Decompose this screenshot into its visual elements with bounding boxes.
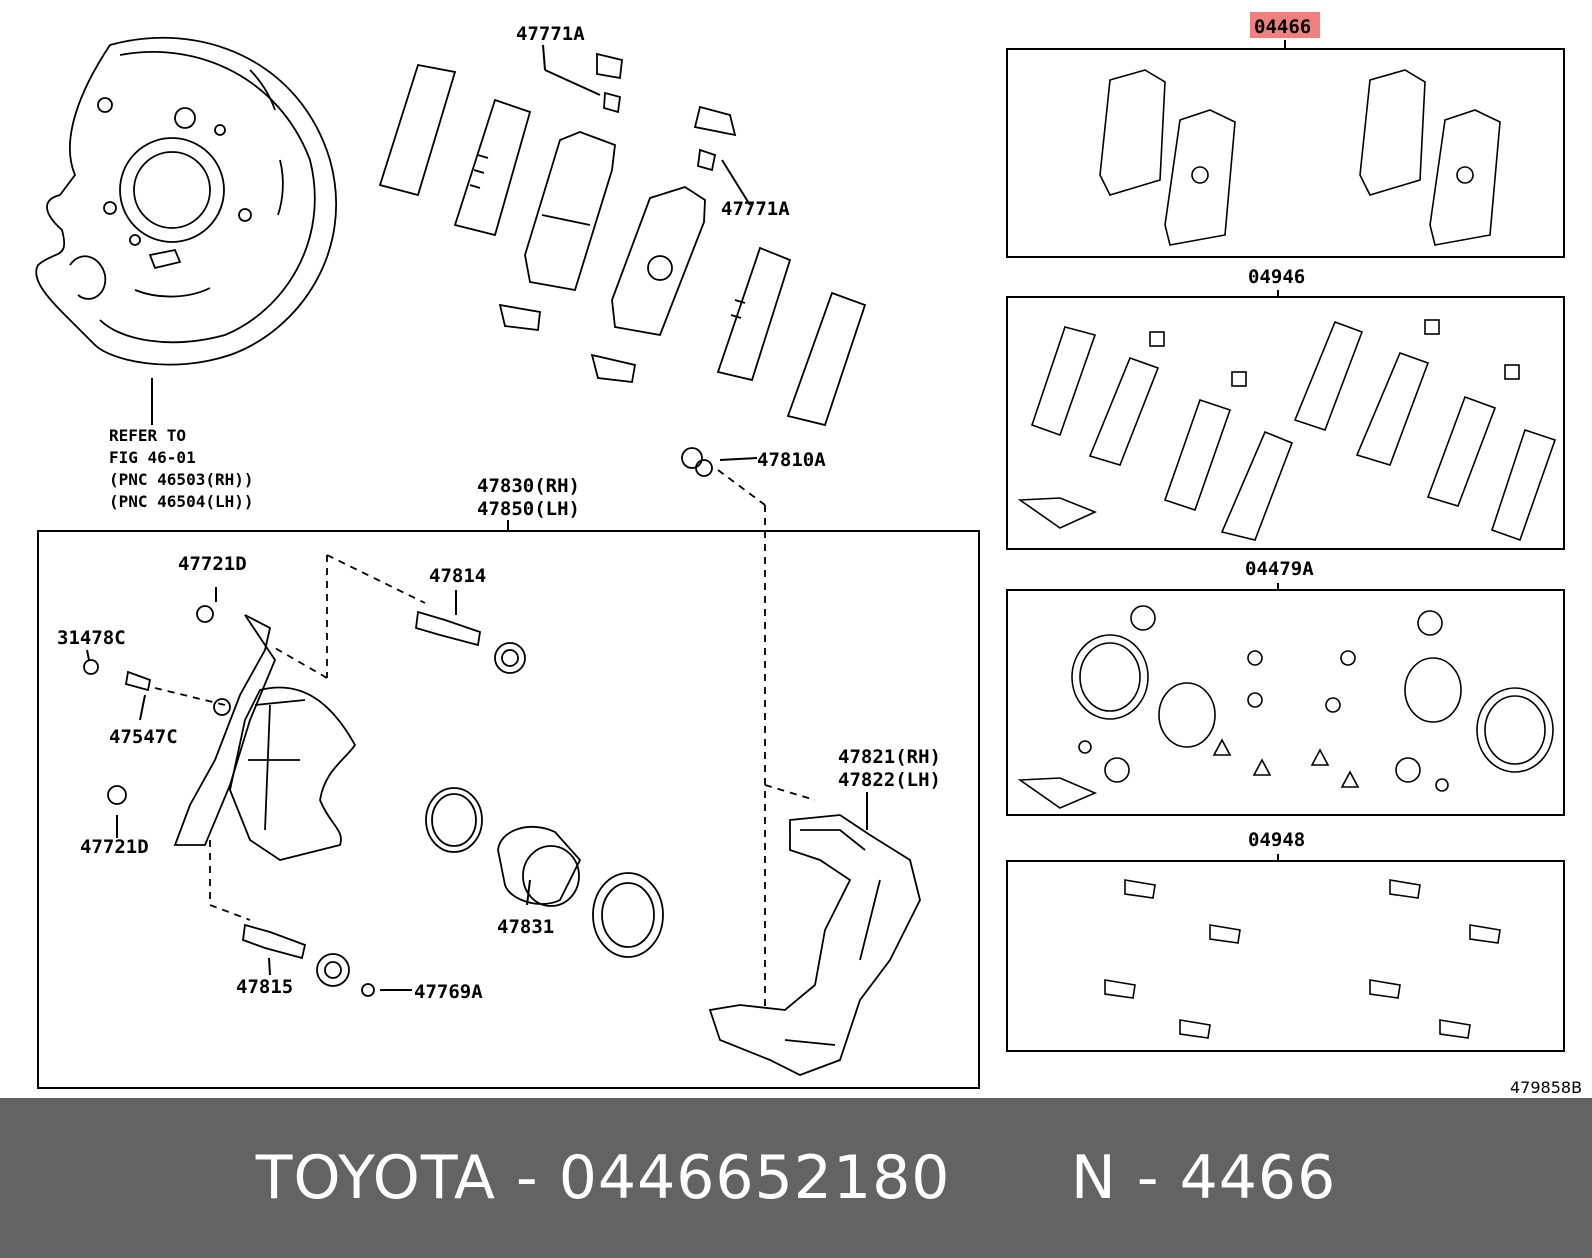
label-47850: 47850(LH) [477,498,580,520]
label-refer-to: REFER TO [109,426,186,445]
kit-04946-shims [1017,319,1557,542]
kit-box-04479A [1006,589,1565,816]
kit-box-04946 [1006,296,1565,550]
kit-box-04948 [1006,860,1565,1052]
label-kit-04479A: 04479A [1245,558,1314,580]
label-47830: 47830(RH) [477,475,580,497]
label-47771A-mid: 47771A [721,198,790,220]
leader-47771A-top [542,44,546,71]
label-47771A-top: 47771A [516,23,585,45]
label-kit-04466: 04466 [1254,16,1311,38]
label-47821: 47821(RH) [838,746,941,768]
label-refer-pnc-rh: (PNC 46503(RH)) [109,470,254,489]
label-diagram-code: 479858B [1510,1078,1582,1097]
label-kit-04948: 04948 [1248,829,1305,851]
highlight-04466 [1250,12,1320,38]
label-refer-pnc-lh: (PNC 46504(LH)) [109,492,254,511]
label-47831: 47831 [497,916,554,938]
part-number-banner: TOYOTA - 0446652180 N - 4466 [0,1098,1592,1258]
label-47810A: 47810A [757,449,826,471]
kit-box-04466 [1006,48,1565,258]
reference-number: N - 4466 [1070,1143,1337,1213]
label-kit-04946: 04946 [1248,266,1305,288]
label-47815: 47815 [236,976,293,998]
label-47547C: 47547C [109,726,178,748]
parts-diagram: 04466 04946 04479A 04948 47771A 47771A 4… [35,12,1582,1097]
kit-04948-clips [1104,879,1501,1039]
label-47822: 47822(LH) [838,769,941,791]
label-47814: 47814 [429,565,486,587]
label-47769A: 47769A [414,981,483,1003]
label-47721D-top: 47721D [178,553,247,575]
pad-shim-group-upper [378,52,867,477]
caliper-drawing [83,605,921,1076]
kit-04479A-seals [1017,605,1554,809]
brand-part-number: TOYOTA - 0446652180 [255,1143,951,1213]
label-31478C: 31478C [57,627,126,649]
label-47721D-bottom: 47721D [80,836,149,858]
label-refer-fig: FIG 46-01 [109,448,196,467]
kit-04466-pads [1099,69,1501,246]
caliper-assembly-box [37,530,980,1089]
dust-shield-drawing [35,36,338,366]
